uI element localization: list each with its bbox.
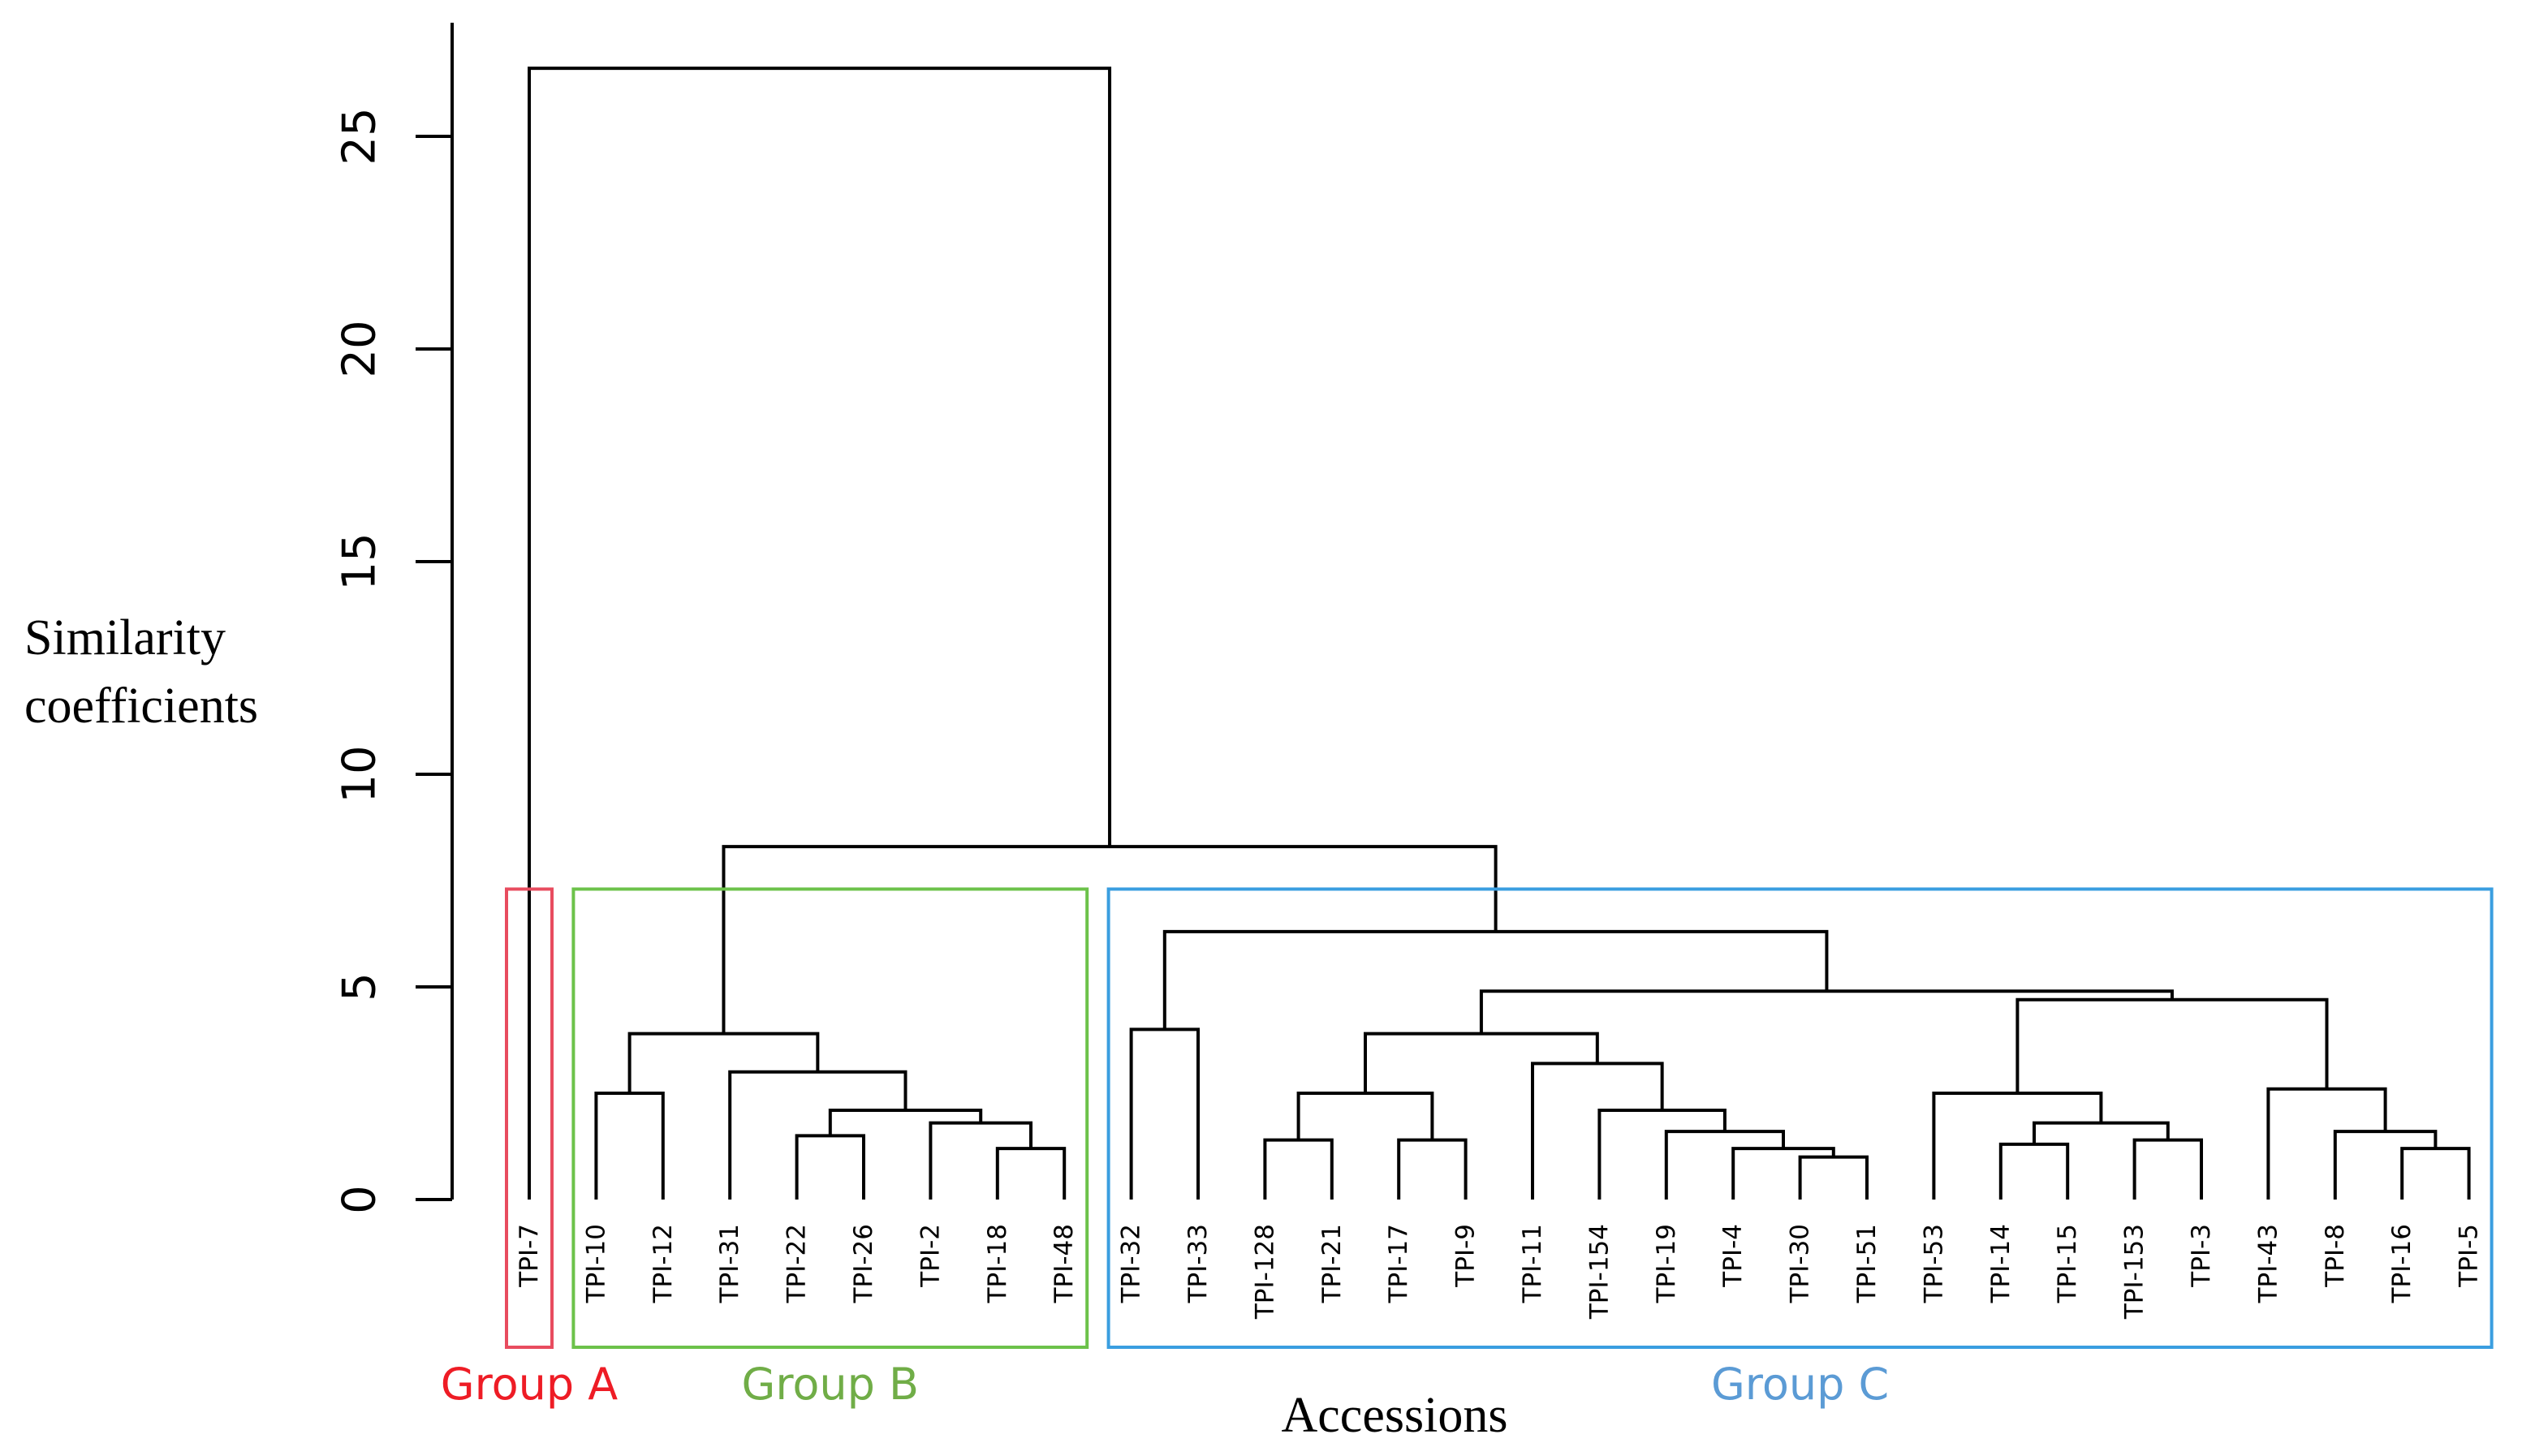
group-box-group-a <box>505 887 554 1349</box>
leaf-label-tpi-17: TPI-17 <box>1384 1224 1413 1303</box>
dendrogram-link-m21 <box>1932 1092 2103 1200</box>
y-axis: 0 5 10 15 20 25 <box>334 23 454 1214</box>
leaf-label-tpi-16: TPI-16 <box>2387 1224 2416 1303</box>
y-tick-label-15: 15 <box>334 532 386 590</box>
leaf-label-tpi-3: TPI-3 <box>2187 1224 2216 1288</box>
leaf-label-tpi-15: TPI-15 <box>2053 1224 2082 1303</box>
leaf-label-tpi-33: TPI-33 <box>1183 1224 1213 1303</box>
dendrogram-link-m15 <box>1597 1108 1727 1200</box>
dendrogram-link-m12 <box>1798 1155 1869 1200</box>
dendrogram-link-m7 <box>627 1032 820 1093</box>
leaf-labels: TPI-7 TPI-10 TPI-12 TPI-31 TPI-22 TPI-26 TPI-2… <box>515 1224 2484 1320</box>
dendrogram-link-m16 <box>1531 1062 1664 1200</box>
dendrogram-tree <box>528 67 2471 1200</box>
y-tick-label-25: 25 <box>334 107 386 165</box>
leaf-label-tpi-2: TPI-2 <box>916 1224 945 1288</box>
leaf-label-tpi-30: TPI-30 <box>1786 1224 1815 1303</box>
y-tick-label-0: 0 <box>334 1185 386 1214</box>
dendrogram-link-m27 <box>1162 929 1829 1030</box>
y-tick-label-20: 20 <box>334 320 386 377</box>
leaf-label-tpi-153: TPI-153 <box>2120 1224 2149 1320</box>
dendrogram-link-m9 <box>1263 1138 1334 1200</box>
leaf-label-tpi-10: TPI-10 <box>581 1224 610 1303</box>
leaf-label-tpi-9: TPI-9 <box>1451 1224 1481 1288</box>
dendrogram-link-m11 <box>1296 1092 1434 1140</box>
leaf-label-tpi-31: TPI-31 <box>715 1224 744 1303</box>
group-box-group-b <box>571 887 1089 1349</box>
group-label-group-c: Group C <box>1711 1359 1889 1410</box>
leaf-label-tpi-18: TPI-18 <box>983 1224 1012 1303</box>
group-boxes: Group A Group B Group C <box>441 887 2494 1410</box>
leaf-label-tpi-32: TPI-32 <box>1117 1224 1146 1303</box>
dendrogram-link-m23 <box>2333 1130 2438 1200</box>
dendrogram-link-m1 <box>594 1092 665 1200</box>
leaf-label-tpi-11: TPI-11 <box>1518 1224 1547 1303</box>
leaf-label-tpi-8: TPI-8 <box>2321 1224 2350 1288</box>
dendrogram-link-m29 <box>528 67 1112 1200</box>
leaf-label-tpi-53: TPI-53 <box>1919 1224 1948 1303</box>
y-tick-label-10: 10 <box>334 745 386 803</box>
leaf-label-tpi-22: TPI-22 <box>782 1224 812 1303</box>
leaf-label-tpi-4: TPI-4 <box>1718 1224 1748 1288</box>
leaf-label-tpi-19: TPI-19 <box>1652 1224 1681 1303</box>
y-tick-label-5: 5 <box>334 972 386 1002</box>
dendrogram-link-m25 <box>2015 997 2329 1093</box>
y-axis-label-line-1: Similarity <box>24 610 226 666</box>
leaf-label-tpi-128: TPI-128 <box>1250 1224 1279 1320</box>
leaf-label-tpi-154: TPI-154 <box>1584 1224 1614 1320</box>
leaf-label-tpi-21: TPI-21 <box>1317 1224 1347 1303</box>
leaf-label-tpi-12: TPI-12 <box>649 1224 678 1303</box>
leaf-label-tpi-26: TPI-26 <box>849 1224 878 1303</box>
leaf-label-tpi-7: TPI-7 <box>515 1224 544 1288</box>
dendrogram-link-m4 <box>929 1121 1033 1200</box>
leaf-label-tpi-51: TPI-51 <box>1852 1224 1882 1303</box>
group-label-group-a: Group A <box>441 1359 619 1410</box>
dendrogram-link-m19 <box>2132 1138 2203 1200</box>
dendrogram-link-m2 <box>795 1134 865 1200</box>
leaf-label-tpi-43: TPI-43 <box>2253 1224 2283 1303</box>
group-box-group-c <box>1106 887 2494 1349</box>
group-label-group-b: Group B <box>741 1359 919 1410</box>
leaf-label-tpi-5: TPI-5 <box>2455 1224 2484 1288</box>
leaf-label-tpi-14: TPI-14 <box>1986 1224 2015 1303</box>
leaf-label-tpi-48: TPI-48 <box>1050 1224 1079 1303</box>
dendrogram-link-m8 <box>1129 1027 1200 1200</box>
dendrogram-link-m10 <box>1397 1138 1468 1200</box>
dendrogram-link-m24 <box>2266 1087 2387 1200</box>
dendrogram-link-m14 <box>1664 1130 1785 1200</box>
dendrogram-link-m22 <box>2400 1147 2471 1200</box>
x-axis-label: Accessions <box>1282 1388 1508 1443</box>
dendrogram-link-m3 <box>995 1147 1067 1200</box>
dendrogram-link-m26 <box>1479 989 2174 1034</box>
dendrogram-link-m18 <box>1998 1142 2070 1200</box>
y-axis-label-line-2: coefficients <box>24 678 258 734</box>
